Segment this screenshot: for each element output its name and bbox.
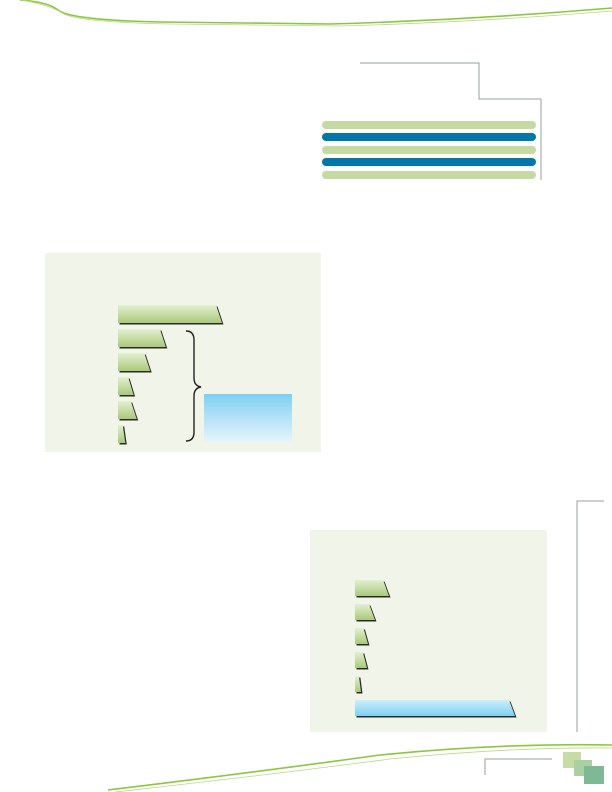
margin-rule [576, 500, 604, 732]
legend-stripe [322, 121, 536, 129]
legend-stripe [322, 146, 536, 154]
header-swoosh [19, 0, 612, 27]
bar [118, 329, 166, 347]
callout-connector [360, 62, 542, 180]
highlight-legend-box [204, 394, 292, 442]
bar [355, 604, 375, 620]
bar [118, 353, 151, 371]
bar [355, 628, 368, 644]
footer-swoosh [107, 743, 612, 792]
bar [118, 377, 134, 395]
bar [355, 652, 367, 668]
group-bracket [185, 330, 202, 442]
bar [118, 425, 126, 443]
bar [355, 580, 389, 596]
legend-stripe [322, 133, 536, 141]
legend-stripe [322, 171, 536, 179]
chart-panel-bottom [310, 530, 547, 732]
legend-stripe [322, 158, 536, 166]
corner-square [584, 766, 604, 784]
bar [118, 401, 137, 419]
corner-decoration [560, 750, 612, 792]
bar [355, 676, 361, 692]
bar [118, 305, 222, 323]
highlight-bar [355, 700, 515, 716]
